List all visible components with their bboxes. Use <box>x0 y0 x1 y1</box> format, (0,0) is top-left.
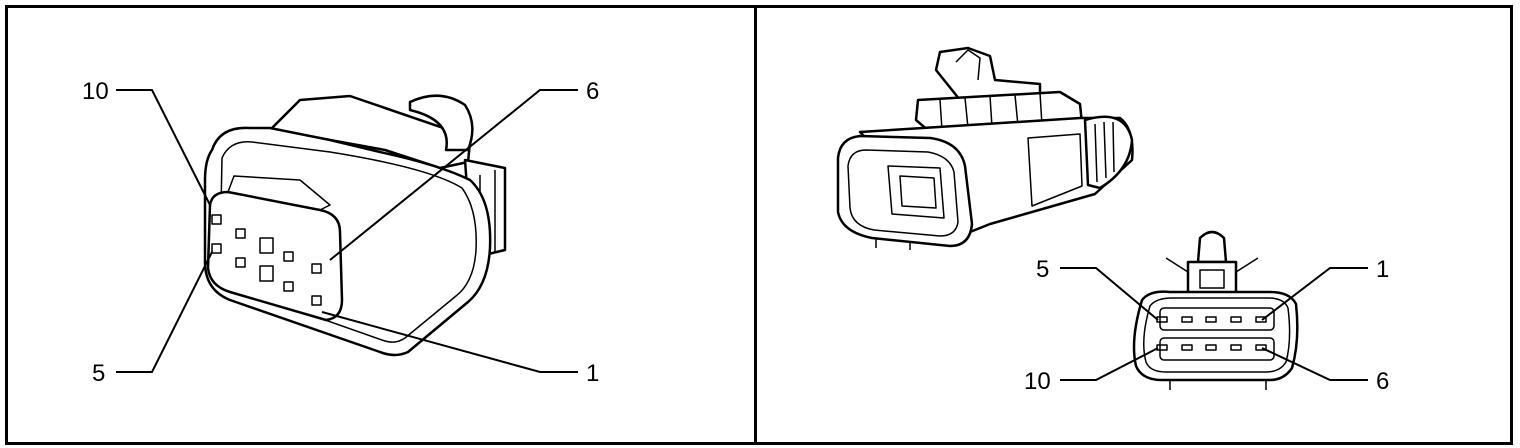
left-label-1: 1 <box>586 360 599 387</box>
left-label-5: 5 <box>92 360 105 387</box>
left-leader-lines <box>116 89 578 373</box>
panel-divider <box>754 8 757 442</box>
right-label-6: 6 <box>1376 368 1389 395</box>
left-label-10: 10 <box>82 78 109 105</box>
right-label-5: 5 <box>1036 256 1049 283</box>
right-label-1: 1 <box>1376 256 1389 283</box>
pin-slots-right <box>1156 316 1267 351</box>
right-label-10: 10 <box>1024 368 1051 395</box>
right-leader-lines <box>1060 267 1368 381</box>
left-label-6: 6 <box>586 78 599 105</box>
right-pinout-face <box>1132 230 1299 390</box>
right-connector-isometric <box>836 46 1134 250</box>
pin-cavities-left <box>211 214 322 306</box>
left-connector-drawing <box>203 94 507 357</box>
diagram-frame <box>5 5 1513 445</box>
